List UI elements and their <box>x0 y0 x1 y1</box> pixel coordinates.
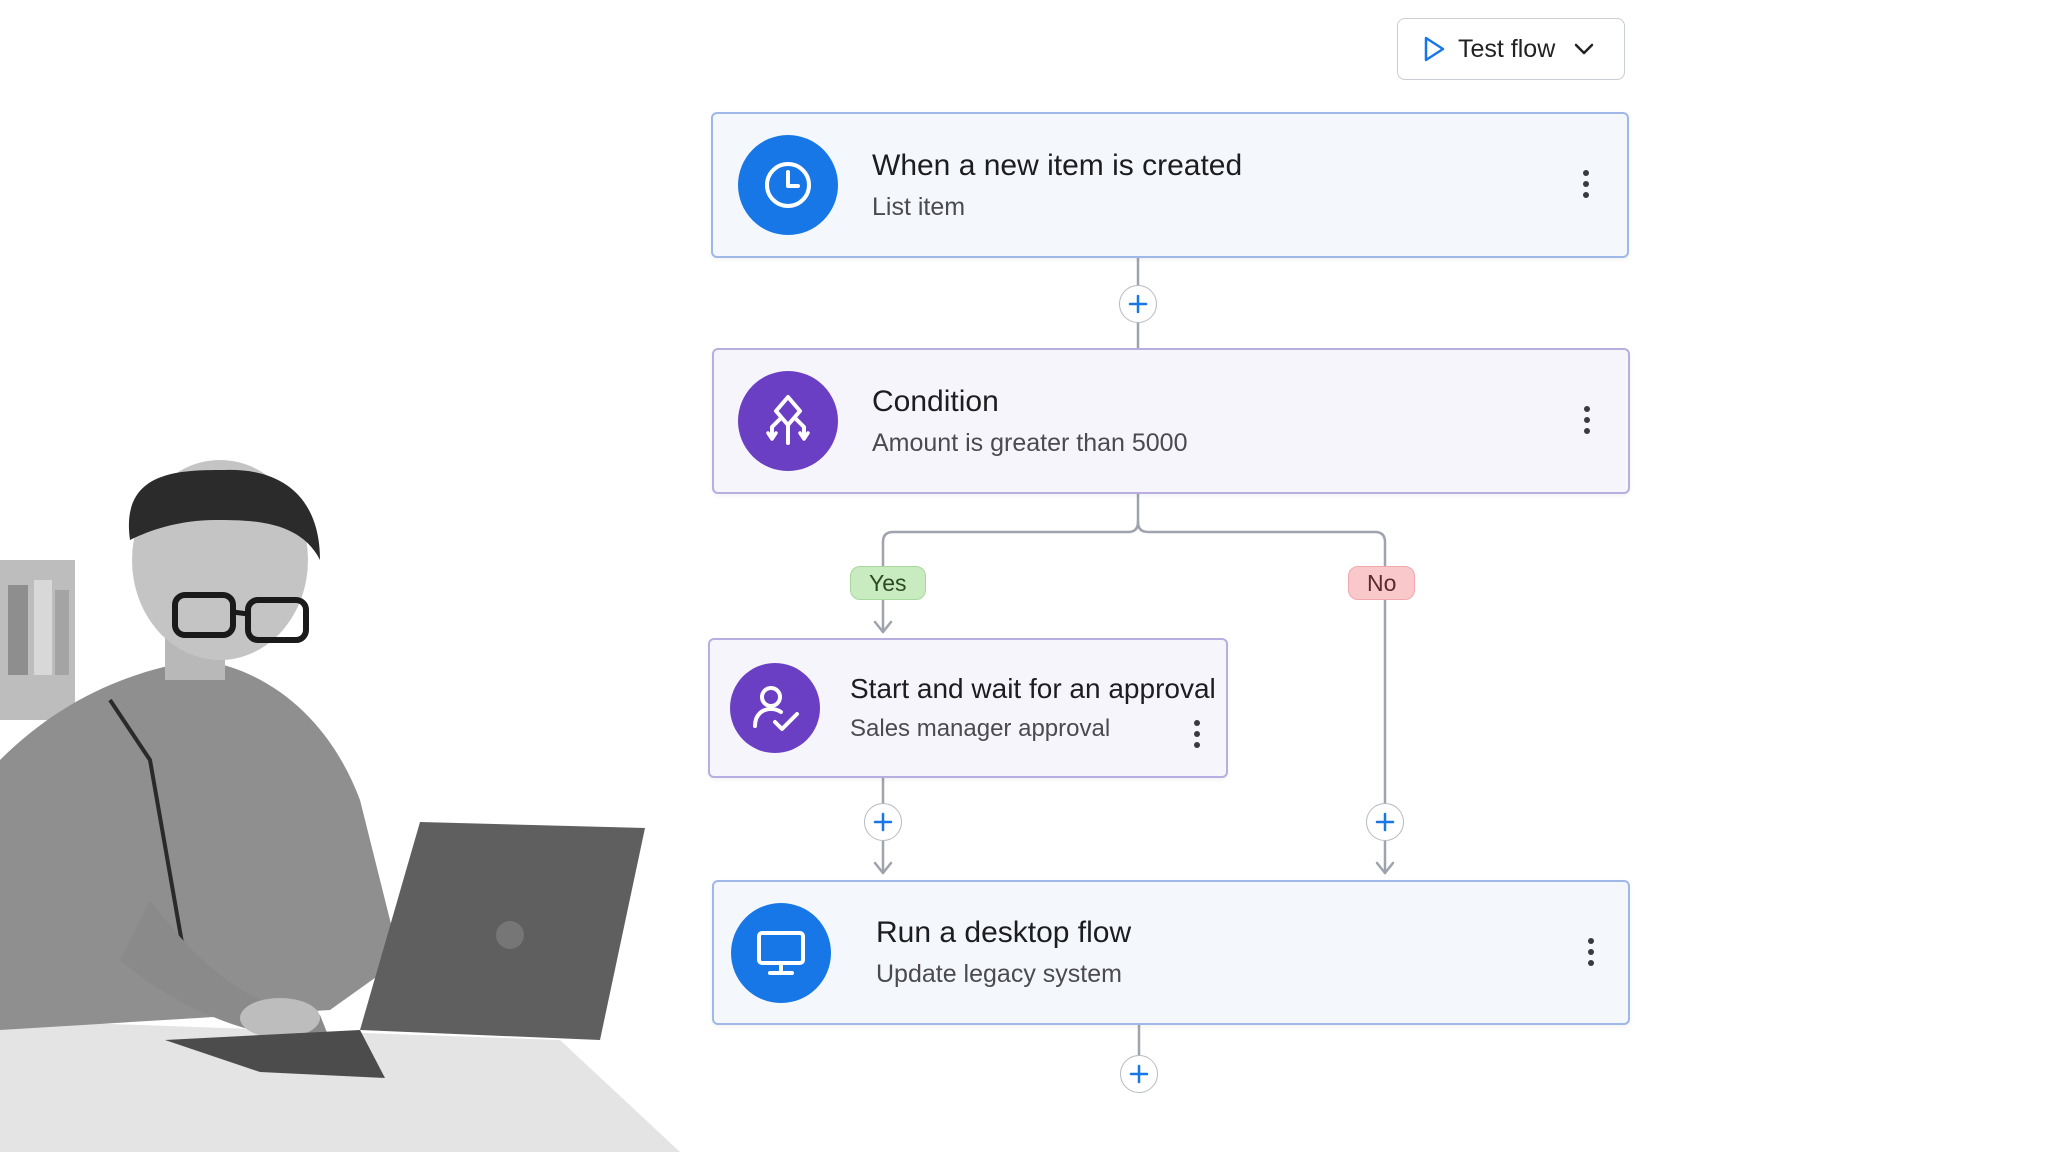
plus-icon <box>1129 1064 1149 1084</box>
trigger-card[interactable]: When a new item is created List item <box>711 112 1629 258</box>
add-step-button[interactable] <box>1366 803 1404 841</box>
desktop-flow-badge <box>731 902 831 1003</box>
yes-branch-label: Yes <box>850 566 926 600</box>
play-icon <box>1424 36 1445 62</box>
condition-title: Condition <box>872 384 999 418</box>
approval-icon <box>753 686 799 731</box>
approval-card[interactable]: Start and wait for an approval Sales man… <box>708 638 1228 778</box>
more-options-icon[interactable] <box>1583 170 1589 198</box>
add-step-button[interactable] <box>864 803 902 841</box>
test-flow-label: Test flow <box>1458 34 1556 63</box>
plus-icon <box>1375 812 1395 832</box>
condition-badge <box>738 371 838 471</box>
condition-icon <box>766 395 810 445</box>
approval-title: Start and wait for an approval <box>850 673 1216 704</box>
trigger-title: When a new item is created <box>872 148 1243 182</box>
desktop-flow-card[interactable]: Run a desktop flow Update legacy system <box>712 880 1630 1025</box>
plus-icon <box>873 812 893 832</box>
trigger-subtitle: List item <box>872 192 966 221</box>
monitor-icon <box>757 930 805 975</box>
more-options-icon[interactable] <box>1194 720 1200 748</box>
approval-badge <box>730 663 820 753</box>
add-step-button[interactable] <box>1119 285 1157 323</box>
add-step-button[interactable] <box>1120 1055 1158 1093</box>
desktop-flow-subtitle: Update legacy system <box>876 960 1122 988</box>
approval-subtitle: Sales manager approval <box>850 715 1111 742</box>
condition-subtitle: Amount is greater than 5000 <box>872 428 1188 457</box>
condition-card[interactable]: Condition Amount is greater than 5000 <box>712 348 1630 494</box>
trigger-badge <box>738 135 838 235</box>
clock-icon <box>765 162 811 208</box>
test-flow-button[interactable]: Test flow <box>1397 18 1625 80</box>
desktop-flow-title: Run a desktop flow <box>876 916 1132 949</box>
person-laptop-photo <box>0 0 680 1152</box>
more-options-icon[interactable] <box>1584 406 1590 434</box>
no-branch-label: No <box>1348 566 1416 600</box>
more-options-icon[interactable] <box>1588 938 1594 966</box>
chevron-down-icon[interactable] <box>1573 42 1595 56</box>
plus-icon <box>1128 294 1148 314</box>
